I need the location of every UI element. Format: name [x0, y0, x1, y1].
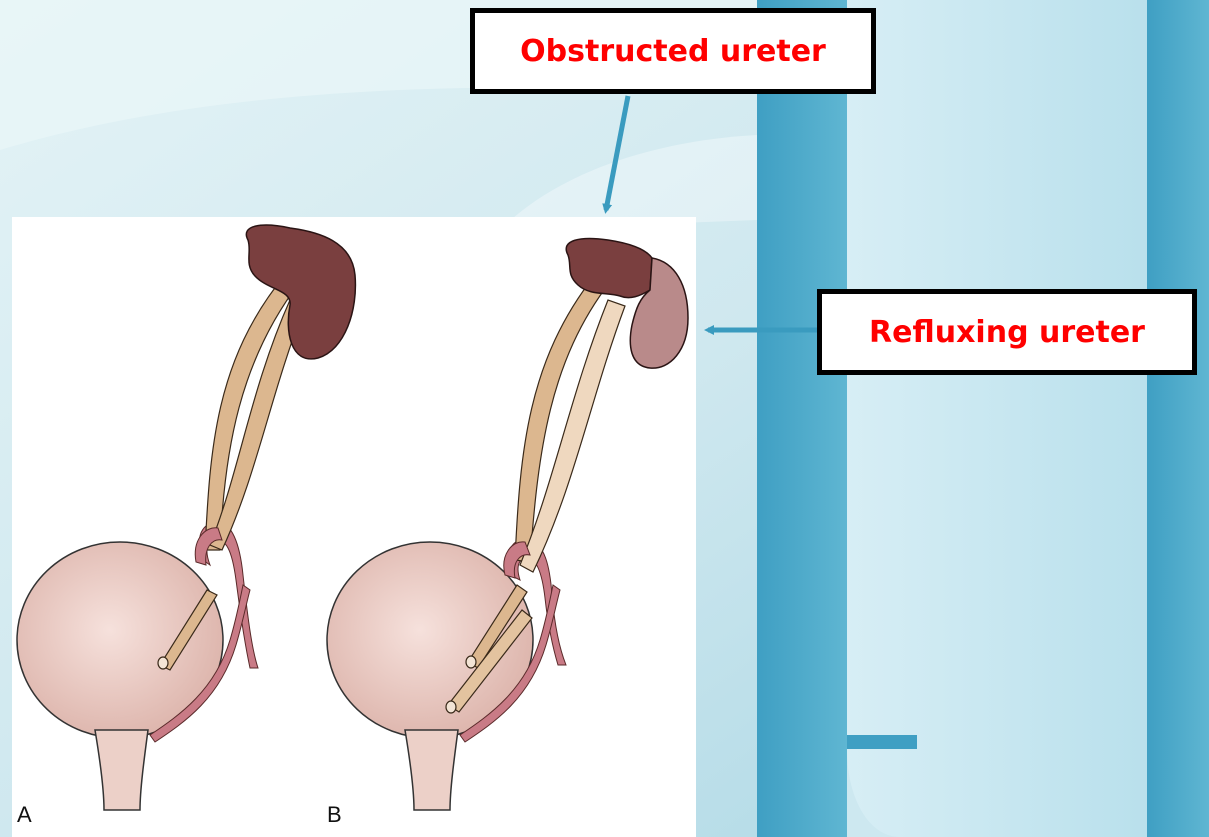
callout-obstructed-ureter: Obstructed ureter: [470, 8, 876, 94]
panel-a-bladder-neck: [95, 730, 148, 810]
panel-b-orifice-1: [466, 656, 476, 668]
panel-label-b: B: [327, 802, 342, 828]
callout-refluxing-ureter: Refluxing ureter: [817, 289, 1197, 375]
panel-b-bladder-neck: [405, 730, 458, 810]
panel-label-a: A: [17, 802, 32, 828]
panel-b-orifice-2: [446, 701, 456, 713]
figure-panel: [12, 217, 696, 837]
panel-a-orifice: [158, 657, 168, 669]
